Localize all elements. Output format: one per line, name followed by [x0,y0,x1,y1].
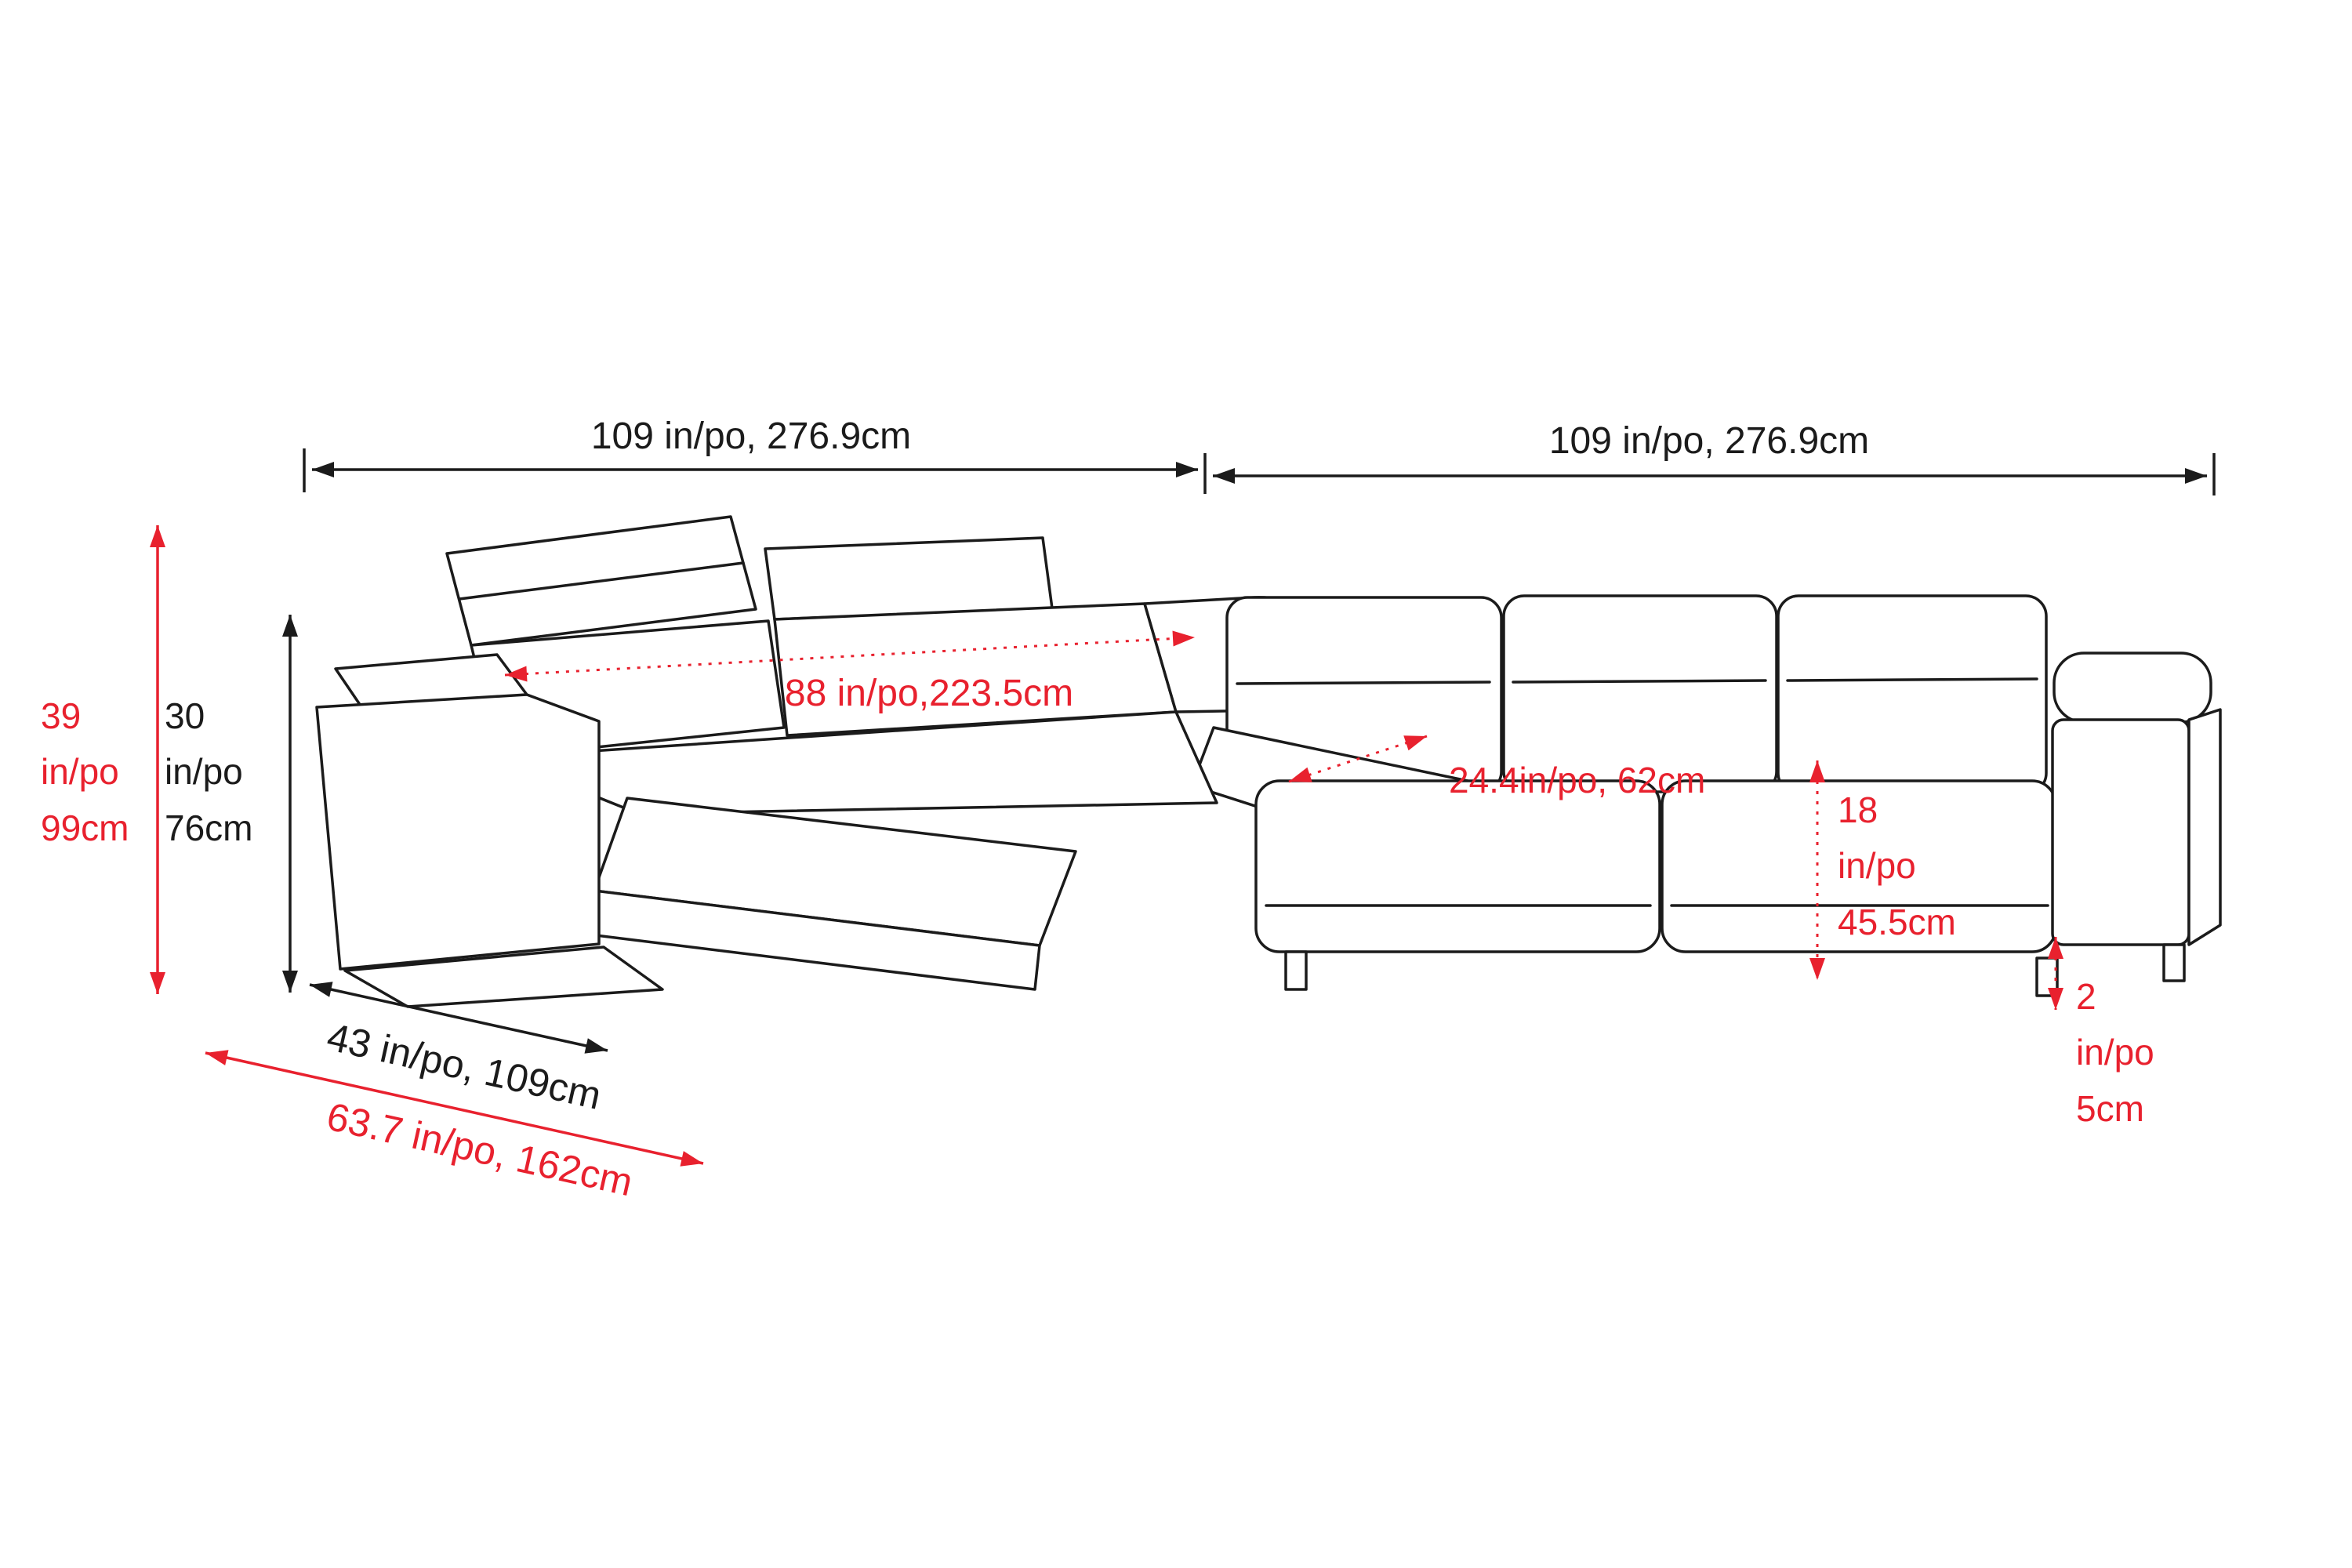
left-arm-body [315,693,601,971]
seat-depth-label: 24.4in/po, 62cm [1449,760,1706,800]
right-headrest-seam-1 [1236,681,1491,685]
sofa-leg-2 [2035,956,2059,997]
sofa-line-drawing [315,515,2222,1008]
seat-height-label: 18 in/po 45.5cm [1838,789,1956,942]
total-width-right-label: 109 in/po, 276.9cm [1548,420,1870,462]
overall-height-label: 39 in/po 99cm [41,695,129,848]
dim-arrow-seat-depth [1288,735,1428,783]
back-height-label: 30 in/po 76cm [165,695,253,848]
dim-arrow-chaise-extended [205,1050,704,1167]
right-arm-pad [2053,652,2212,724]
right-headrest-seam-2 [1512,679,1767,684]
right-back-unit-3 [1777,594,2048,795]
interior-back-width-label: 88 in/po,223.5cm [784,673,1074,714]
right-arm-outer-side [2187,708,2222,946]
left-headrest-2 [764,536,1054,621]
dimension-arrows [150,448,2216,1167]
sofa-leg-1 [1284,950,1308,991]
right-seat-cushion-1 [1254,779,1661,953]
total-width-left-label: 109 in/po, 276.9cm [590,416,912,457]
right-arm-body [2051,718,2190,946]
sofa-leg-3 [2162,943,2186,982]
dim-arrow-chaise-depth [309,982,608,1054]
dim-arrow-interior-width [504,630,1196,682]
right-headrest-seam-3 [1786,677,2038,682]
left-headrest-crease [458,561,745,601]
leg-height-label: 2 in/po 5cm [2076,976,2154,1129]
